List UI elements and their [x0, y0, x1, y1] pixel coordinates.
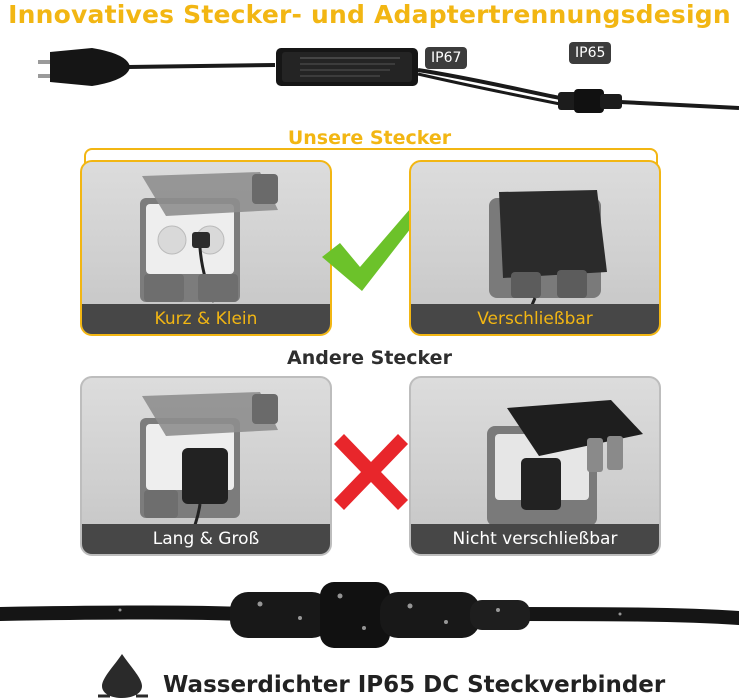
footer-caption: Wasserdichter IP65 DC Steckverbinder — [163, 672, 666, 698]
outdoor-socket-large-plug-icon — [140, 392, 278, 539]
water-drop-icon — [98, 654, 148, 698]
card-long-large: Lang & Groß — [80, 376, 332, 556]
outdoor-socket-open-short-plug-icon — [140, 172, 278, 303]
checkmark-icon — [322, 209, 418, 291]
adapter-box-icon — [276, 48, 418, 86]
outdoor-socket-cover-blocked-icon — [487, 400, 643, 526]
ip65-badge: IP65 — [569, 42, 612, 64]
headline: Innovatives Stecker- und Adaptertrennung… — [8, 0, 731, 29]
card-caption: Lang & Groß — [82, 524, 330, 554]
outdoor-socket-closed-icon — [489, 190, 607, 313]
card-not-lockable: Nicht verschließbar — [409, 376, 661, 556]
ip65-connector-icon — [558, 89, 622, 113]
card-short-small: Kurz & Klein — [80, 160, 332, 336]
section-bracket-ours — [84, 148, 658, 172]
cross-icon — [334, 434, 408, 510]
card-caption: Nicht verschließbar — [411, 524, 659, 554]
card-lockable: Verschließbar — [409, 160, 661, 336]
section-title-others: Andere Stecker — [287, 347, 452, 369]
ip67-badge: IP67 — [425, 47, 468, 69]
section-title-ours: Unsere Stecker — [287, 127, 452, 149]
euro-plug-icon — [38, 48, 130, 86]
waterproof-connector-illustration — [0, 582, 739, 648]
card-caption: Kurz & Klein — [82, 304, 330, 334]
power-adapter-illustration — [38, 48, 739, 113]
card-caption: Verschließbar — [411, 304, 659, 334]
